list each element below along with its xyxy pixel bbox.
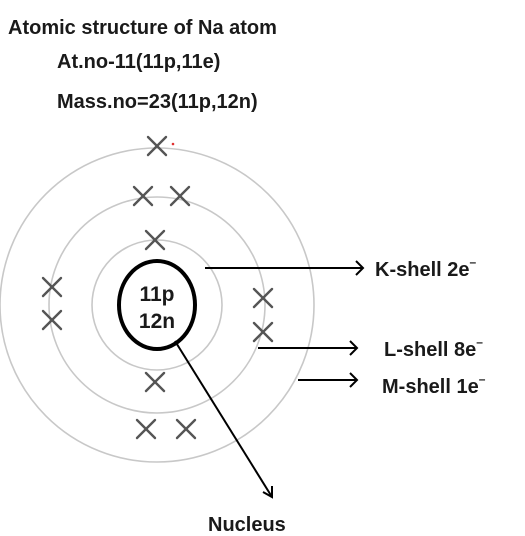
- m-shell-arrow: [298, 372, 359, 388]
- electron-l-3: [41, 276, 63, 298]
- k-shell-label: K-shell 2e–: [375, 255, 477, 281]
- l-shell-ring: [48, 196, 266, 414]
- m-shell-label: M-shell 1e–: [382, 372, 486, 398]
- k-shell-ring: [91, 239, 223, 371]
- l-shell-arrow: [258, 340, 359, 356]
- nucleus-neutrons: 12n: [139, 310, 175, 333]
- atomic-number-text: At.no-11(11p,11e): [57, 51, 220, 73]
- nucleus-arrow: [174, 340, 273, 499]
- nucleus-outline: [117, 259, 197, 351]
- electron-l-2: [169, 185, 191, 207]
- nucleus-protons: 11p: [139, 283, 174, 306]
- electron-l-7: [135, 418, 157, 440]
- electron-l-6: [252, 321, 274, 343]
- nucleus-caption: Nucleus: [208, 514, 286, 536]
- electron-m-1: [146, 135, 168, 157]
- diagram-title: Atomic structure of Na atom: [8, 17, 277, 39]
- electron-k-1: [144, 229, 166, 251]
- l-shell-label: L-shell 8e–: [384, 335, 483, 361]
- red-dot: [171, 142, 175, 146]
- electron-k-2: [144, 371, 166, 393]
- nucleus: 11p 12n: [117, 259, 197, 351]
- k-shell-arrow: [205, 260, 365, 276]
- mass-number-text: Mass.no=23(11p,12n): [57, 91, 258, 113]
- electron-l-8: [175, 418, 197, 440]
- electrons: [41, 135, 274, 440]
- electron-l-1: [132, 185, 154, 207]
- shell-rings: [0, 147, 315, 463]
- electron-l-5: [252, 287, 274, 309]
- m-shell-ring: [0, 147, 315, 463]
- electron-l-4: [41, 309, 63, 331]
